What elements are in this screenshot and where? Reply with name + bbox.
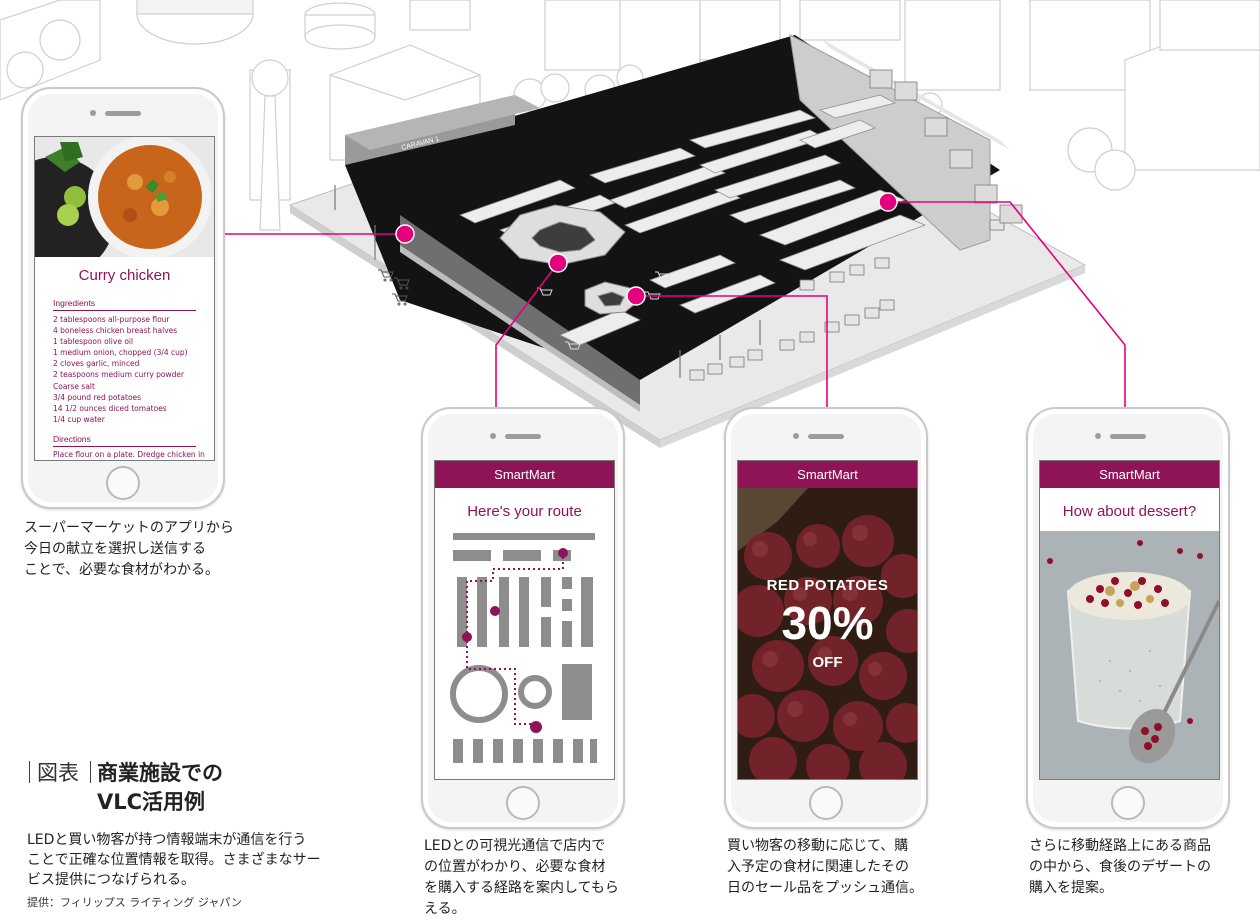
route-title: Here's your route [467, 503, 582, 520]
directions-heading: Directions [53, 434, 91, 444]
caption-line: LEDとの可視光通信で店内で [424, 838, 606, 854]
shopping-cart-icon [537, 271, 671, 350]
dessert-photo [1040, 531, 1219, 779]
ingredient-item: 2 cloves garlic, minced [53, 359, 140, 369]
caption-route: LEDとの可視光通信で店内で の位置がわかり、必要な食材 を購入する経路を案内し… [424, 836, 619, 920]
caption-line: 今日の献立を選択し送信する [24, 541, 206, 557]
caption-line: 入予定の食材に関連したその [727, 859, 909, 875]
line-dessert [888, 201, 1126, 407]
phone-recipe: Curry chicken Ingredients 2 tablespoons … [21, 87, 225, 509]
sale-screen: SmartMart RED POTATOES 30% OFF [737, 460, 918, 780]
caption-line: の位置がわかり、必要な食材 [424, 859, 606, 875]
ingredient-item: 1/4 cup water [53, 414, 105, 424]
home-button[interactable] [106, 466, 140, 500]
caption-dessert: さらに移動経路上にある商品 の中から、食後のデザートの 購入を提案。 [1029, 836, 1211, 899]
camera-dot [490, 433, 496, 439]
speaker-slot [105, 111, 141, 116]
description-line: ことで正確な位置情報を取得。さまざまなサー [27, 852, 321, 868]
figure-label: 図表 [37, 761, 79, 785]
line-sale [636, 295, 828, 407]
parking-cars [689, 219, 1005, 381]
connection-lines [222, 201, 1126, 407]
caption-line: ことで、必要な食材がわかる。 [24, 562, 220, 578]
ingredient-item: 2 teaspoons medium curry powder [53, 370, 185, 380]
city-background [0, 0, 1260, 231]
caption-sale: 買い物客の移動に応じて、購 入予定の食材に関連したその 日のセール品をプッシュ通… [727, 836, 923, 899]
phone-dessert: SmartMart How about dessert? [1026, 407, 1230, 829]
caption-line: 購入を提案。 [1029, 880, 1113, 896]
figure-title-line2: VLC活用例 [97, 790, 206, 814]
caption-line: を購入する経路を案内してもら [424, 880, 619, 896]
speaker-slot [505, 434, 541, 439]
caption-line: える。 [424, 901, 466, 917]
caption-line: 買い物客の移動に応じて、購 [727, 838, 909, 854]
home-button[interactable] [506, 786, 540, 820]
sale-off-label: OFF [812, 654, 843, 671]
ingredient-item: 1 medium onion, chopped (3/4 cup) [53, 348, 188, 358]
figure-description: LEDと買い物客が持つ情報端末が通信を行う ことで正確な位置情報を取得。さまざま… [27, 830, 321, 890]
camera-dot [1095, 433, 1101, 439]
home-button[interactable] [1111, 786, 1145, 820]
figure-title: 商業施設での [97, 761, 223, 785]
phone-sale: SmartMart RED POTATOES 30% OFF [724, 407, 928, 829]
description-line: ビス提供につなげられる。 [27, 872, 195, 888]
heading-rule [53, 446, 196, 447]
route-path [466, 557, 564, 725]
title-divider [90, 761, 91, 783]
camera-dot [90, 110, 96, 116]
store-route-map [450, 533, 597, 763]
caption-recipe: スーパーマーケットのアプリから 今日の献立を選択し送信する ことで、必要な食材が… [24, 518, 234, 581]
ingredient-item: 3/4 pound red potatoes [53, 392, 142, 402]
shopping-cart-icon [378, 269, 410, 306]
description-line: LEDと買い物客が持つ情報端末が通信を行う [27, 832, 307, 848]
island-display [499, 204, 641, 315]
phone-route: SmartMart Here's your route [421, 407, 625, 829]
dessert-screen: SmartMart How about dessert? [1039, 460, 1220, 780]
sale-discount: 30% [781, 597, 874, 649]
line-route [495, 262, 559, 407]
ingredient-item: 4 boneless chicken breast halves [53, 326, 178, 336]
title-divider [29, 761, 30, 783]
recipe-screen: Curry chicken Ingredients 2 tablespoons … [34, 136, 215, 461]
sale-product: RED POTATOES [766, 577, 889, 594]
location-pin-icon [395, 192, 898, 306]
home-button[interactable] [809, 786, 843, 820]
dessert-title: How about dessert? [1062, 503, 1197, 520]
caption-line: の中から、食後のデザートの [1029, 859, 1211, 875]
heading-rule [53, 310, 196, 311]
caption-line: 日のセール品をプッシュ通信。 [727, 880, 923, 896]
app-bar: SmartMart [435, 461, 614, 488]
app-bar: SmartMart [1040, 461, 1219, 488]
ingredient-item: 14 1/2 ounces diced tomatoes [53, 403, 167, 413]
ingredient-item: Coarse salt [53, 381, 95, 391]
ingredient-item: 1 tablespoon olive oil [53, 337, 134, 347]
app-bar: SmartMart [738, 461, 917, 488]
speaker-slot [1110, 434, 1146, 439]
curry-photo [35, 137, 214, 257]
directions-text: Place flour on a plate. Dredge chicken i… [53, 450, 205, 459]
potato-photo [738, 461, 917, 779]
location-pin-icon [462, 548, 568, 733]
route-screen: SmartMart Here's your route [434, 460, 615, 780]
ingredient-item: 2 tablespoons all-purpose flour [53, 315, 170, 324]
figure-credit: 提供：フィリップス ライティング ジャパン [27, 896, 242, 909]
caption-line: さらに移動経路上にある商品 [1029, 838, 1211, 854]
figure-title-block: 図表 商業施設での VLC活用例 [27, 757, 387, 814]
camera-dot [793, 433, 799, 439]
figure-label-row: 図表 商業施設での [27, 757, 387, 787]
ingredient-list: 2 tablespoons all-purpose flour 4 bonele… [53, 314, 188, 425]
ingredients-heading: Ingredients [53, 298, 96, 308]
recipe-title: Curry chicken [78, 267, 171, 284]
caption-line: スーパーマーケットのアプリから [24, 520, 234, 536]
speaker-slot [808, 434, 844, 439]
